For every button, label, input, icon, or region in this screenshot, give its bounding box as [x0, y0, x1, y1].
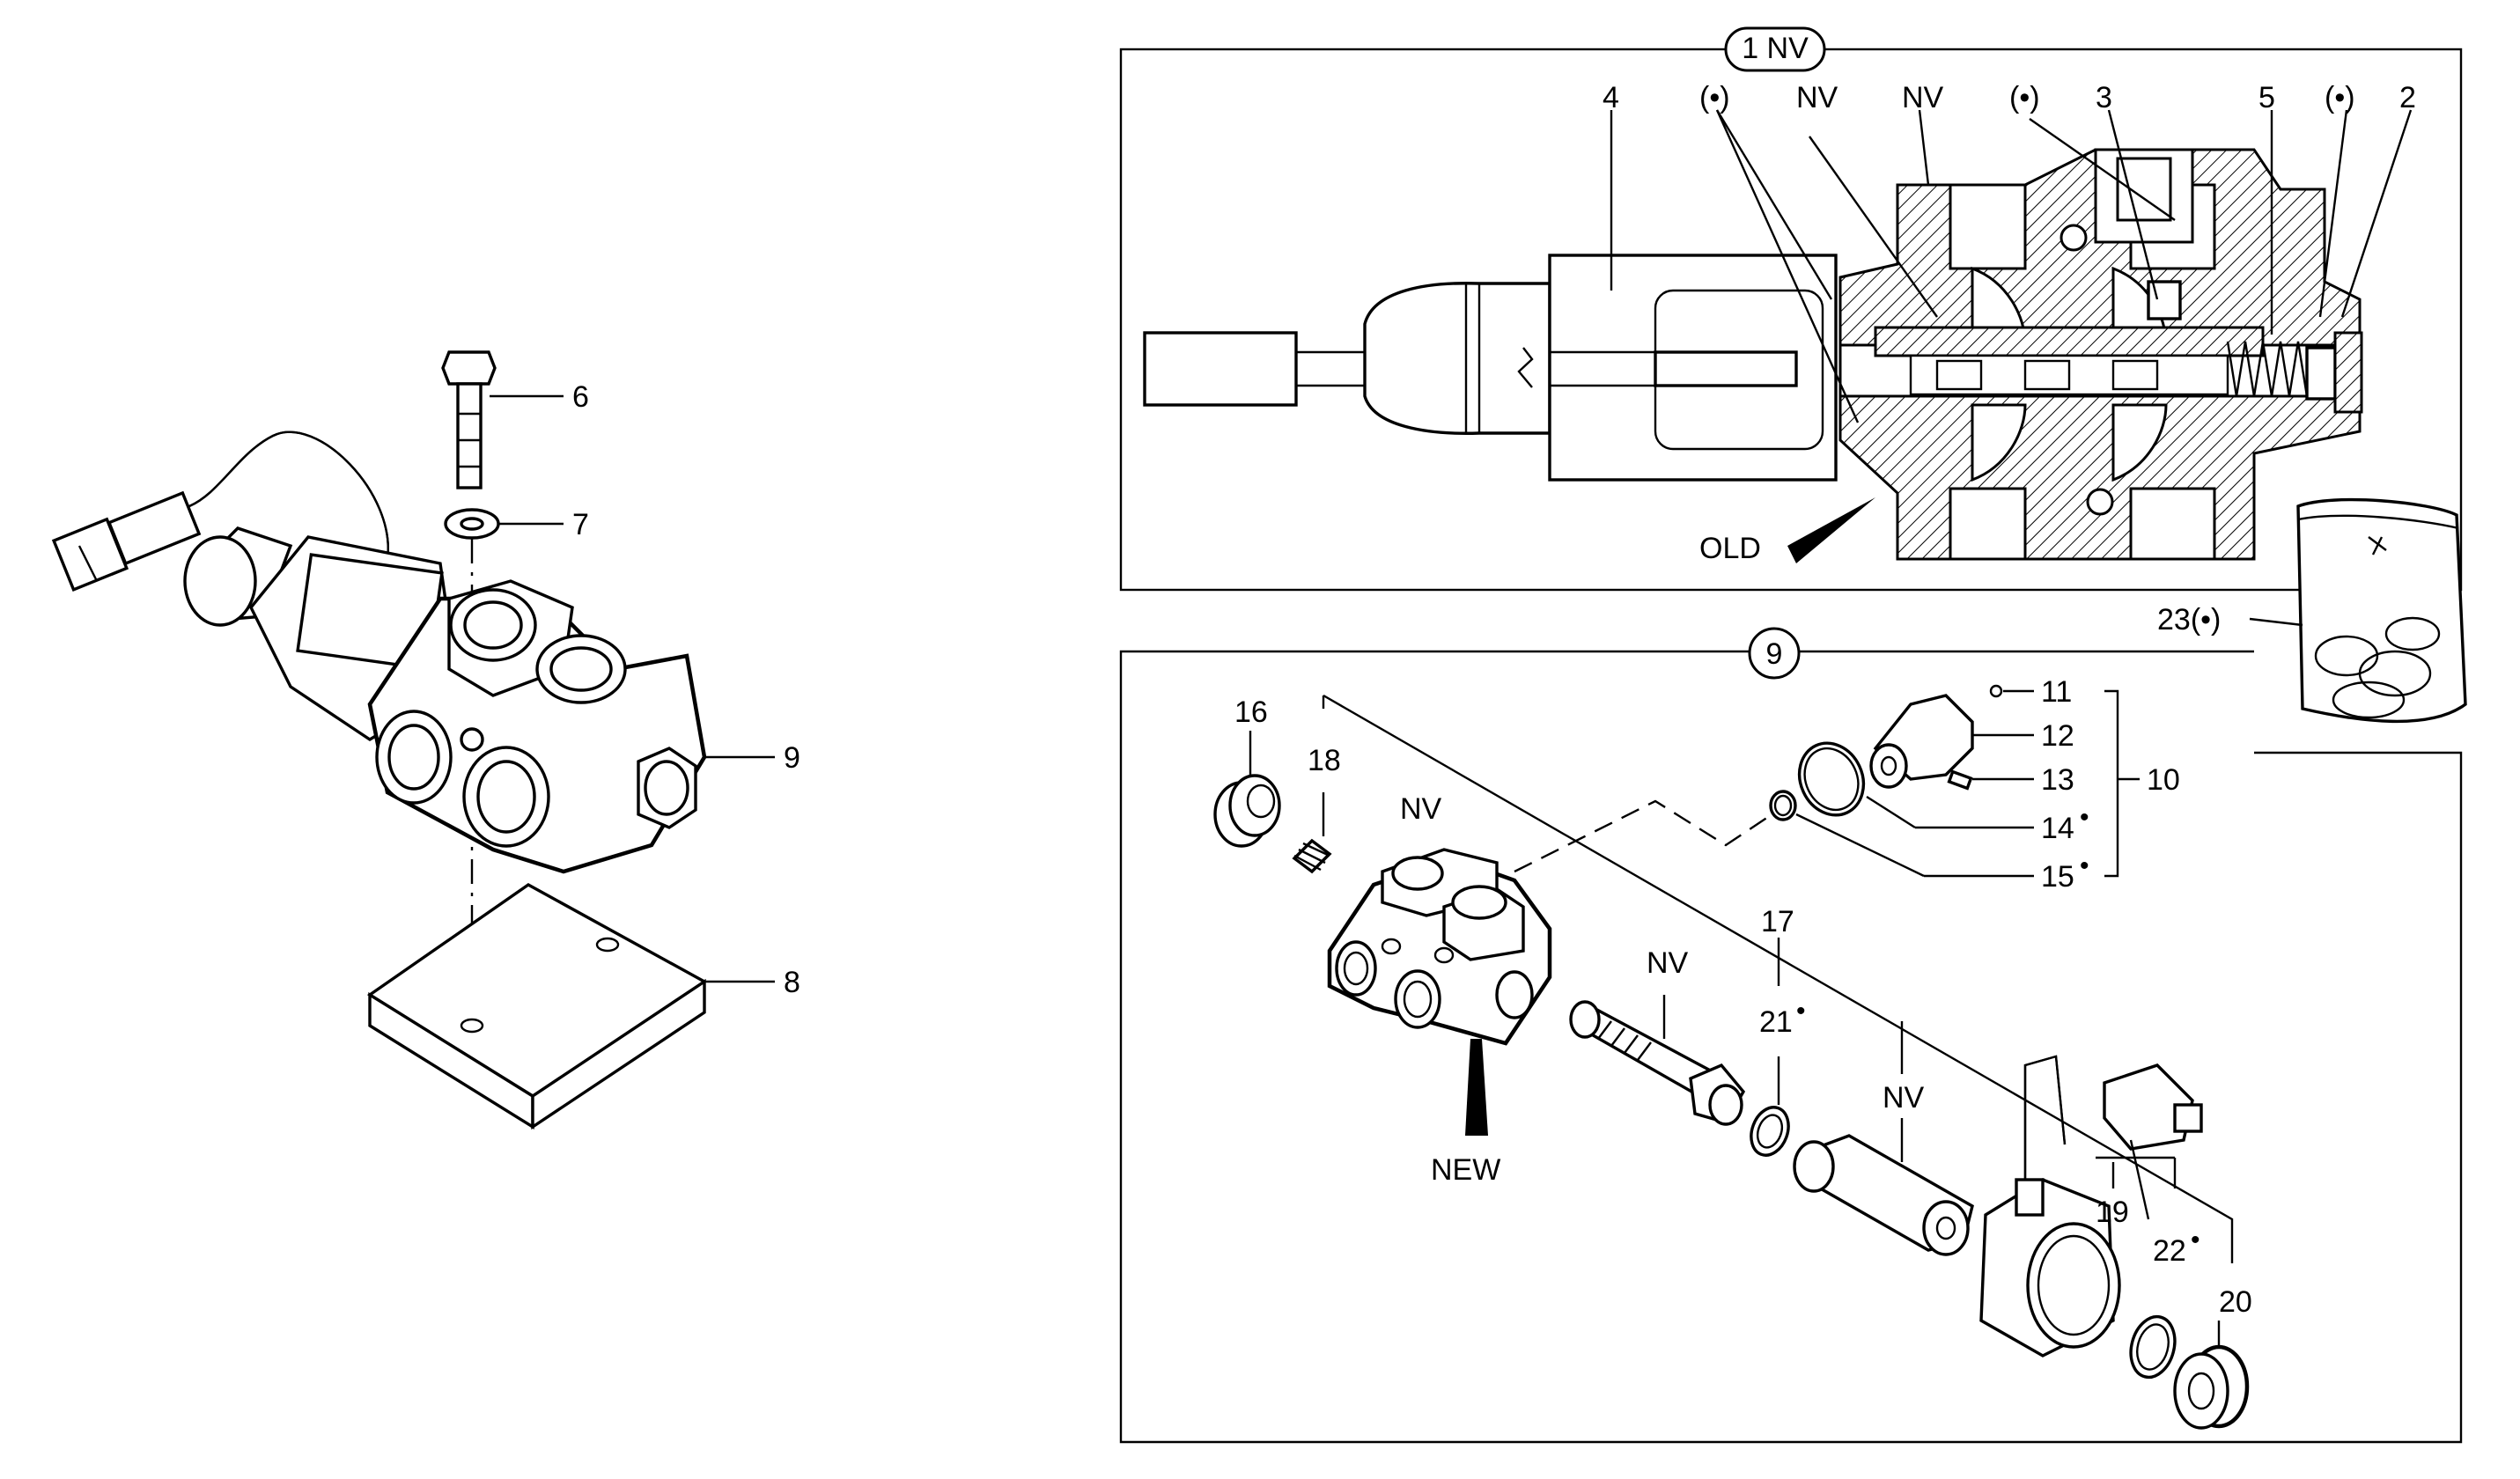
callout-2: 2 [2399, 81, 2416, 114]
callout-3: 3 [2096, 81, 2112, 114]
callout-18: 18 [1308, 744, 1341, 777]
callout-12: 12 [2041, 719, 2074, 753]
washer-7 [444, 508, 500, 540]
marker-dot-14: • [2080, 803, 2089, 832]
section-frame-9: 9 [1119, 627, 2463, 1444]
callout-4: 4 [1603, 81, 1619, 114]
marker-nv-1: NV [1796, 81, 1838, 114]
marker-dot-15: • [2080, 851, 2089, 880]
cross-section-view [1143, 148, 2363, 561]
callout-20: 20 [2219, 1285, 2252, 1319]
callout-10: 10 [2147, 763, 2180, 797]
marker-nv-2: NV [1902, 81, 1944, 114]
top-leaders [1610, 109, 2413, 563]
tube-nv [1793, 1021, 1974, 1256]
marker-paren-dot-1: (•) [1699, 81, 1730, 114]
callout-21: 21 [1759, 1005, 1793, 1039]
label-new: NEW [1431, 1153, 1500, 1187]
callout-23: 23(•) [2157, 603, 2221, 636]
left-assembly: 6 7 9 8 [51, 350, 800, 1130]
part-16 [1213, 731, 1281, 848]
part-20 [2173, 1321, 2250, 1430]
marker-dot-22: • [2191, 1225, 2200, 1255]
spool-nv [1569, 995, 1746, 1126]
section-frame-1nv: 1 NV [1119, 26, 2463, 592]
callout-9: 9 [784, 741, 800, 775]
frame-title-1nv: 1 NV [1742, 32, 1809, 65]
callout-14: 14 [2041, 812, 2074, 845]
marker-nv-5: NV [1883, 1081, 1925, 1115]
marker-nv-4: NV [1647, 946, 1689, 980]
bag-23 [2249, 497, 2467, 724]
exploded-view [1213, 684, 2250, 1430]
part-12 [1869, 694, 1974, 789]
callout-13: 13 [2041, 763, 2074, 797]
marker-paren-dot-3: (•) [2325, 81, 2355, 114]
callout-8: 8 [784, 966, 800, 999]
cable-connector [51, 430, 389, 592]
callout-15: 15 [2041, 860, 2074, 894]
callout-7: 7 [572, 508, 589, 541]
part-18 [1292, 792, 1332, 874]
callout-5: 5 [2258, 81, 2275, 114]
valve-block-new [1327, 848, 1552, 1046]
marker-paren-dot-2: (•) [2009, 81, 2040, 114]
label-old: OLD [1699, 532, 1761, 565]
callout-11: 11 [2041, 675, 2072, 709]
callout-6: 6 [572, 380, 589, 414]
frame-title-9: 9 [1766, 637, 1783, 671]
marker-dot-21: • [1796, 997, 1806, 1026]
bolt-6 [441, 350, 497, 489]
callout-19: 19 [2096, 1196, 2129, 1229]
plate-8 [366, 883, 708, 1130]
callout-22: 22 [2153, 1234, 2186, 1268]
part-19 [1979, 1055, 2203, 1358]
callout-16: 16 [1234, 695, 1268, 729]
callout-17: 17 [1761, 905, 1794, 938]
valve-body-9 [367, 579, 707, 874]
marker-nv-3: NV [1400, 792, 1442, 826]
